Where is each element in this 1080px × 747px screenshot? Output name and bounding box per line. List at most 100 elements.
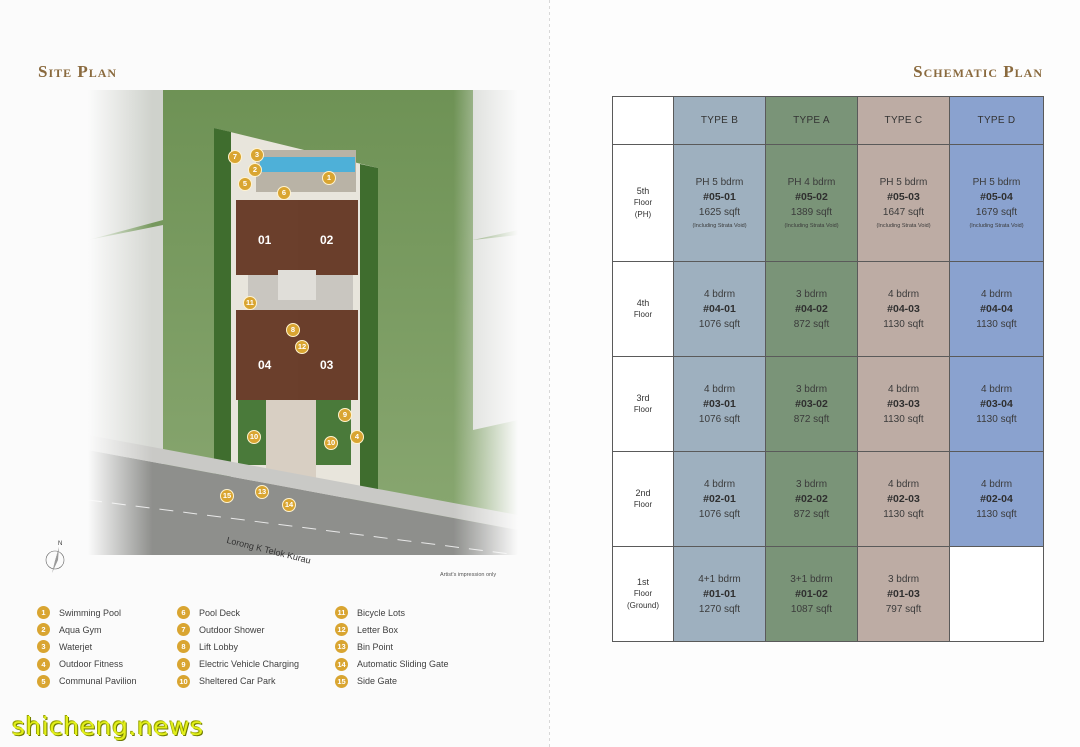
- legend-number: 1: [37, 606, 50, 620]
- compass-icon: N: [38, 541, 72, 582]
- unit-area: 1130 sqft: [883, 318, 924, 330]
- legend-number: 2: [37, 623, 50, 637]
- unit-number: #04-01: [703, 302, 736, 315]
- legend-label: Sheltered Car Park: [199, 676, 276, 687]
- legend-number: 9: [177, 657, 190, 671]
- floor-word: Floor: [633, 500, 653, 509]
- unit-number: #01-03: [887, 587, 920, 600]
- legend-marker: 14: [282, 498, 296, 512]
- unit-area: 797 sqft: [885, 603, 922, 615]
- unit-bedrooms: 4 bdrm: [980, 288, 1013, 300]
- legend-number: 15: [335, 674, 348, 688]
- unit-number: #04-04: [980, 302, 1013, 315]
- legend-label: Swimming Pool: [59, 607, 122, 618]
- unit-cell: 4 bdrm #02-04 1130 sqft: [949, 451, 1044, 547]
- column-header-type-c: TYPE C: [857, 96, 950, 145]
- floor-number: 4th: [636, 298, 650, 308]
- legend-label: Aqua Gym: [59, 624, 102, 635]
- legend-marker: 2: [248, 163, 262, 177]
- legend-number: 13: [335, 640, 348, 654]
- unit-number: #01-02: [795, 587, 828, 600]
- column-header-type-d: TYPE D: [949, 96, 1044, 145]
- legend-label: Side Gate: [357, 676, 398, 687]
- table-row: 3rd Floor 4 bdrm #03-01 1076 sqft 3 bdrm…: [612, 356, 1044, 452]
- legend-marker: 15: [220, 489, 234, 503]
- unit-note: (Including Strata Void): [876, 222, 931, 229]
- legend-label: Bicycle Lots: [357, 607, 406, 618]
- schematic-plan-table: TYPE B TYPE A TYPE C TYPE D 5th Floor (P…: [612, 96, 1044, 642]
- legend-item: 15 Side Gate: [335, 673, 475, 690]
- unit-area: 1389 sqft: [790, 206, 833, 218]
- floor-word: Floor: [633, 310, 653, 319]
- legend-marker: 10: [324, 436, 338, 450]
- unit-cell: 4 bdrm #03-04 1130 sqft: [949, 356, 1044, 452]
- site-plan-drawing: [88, 90, 518, 555]
- legend-marker: 10: [247, 430, 261, 444]
- unit-area: 1076 sqft: [698, 318, 741, 330]
- floor-word: Floor: [633, 405, 653, 414]
- unit-number: #05-04: [980, 190, 1013, 203]
- legend-number: 11: [335, 606, 348, 620]
- floor-qualifier: (Ground): [626, 601, 659, 610]
- legend-marker: 13: [255, 485, 269, 499]
- legend-marker: 12: [295, 340, 309, 354]
- unit-area: 1130 sqft: [976, 413, 1017, 425]
- unit-number: #03-04: [980, 397, 1013, 410]
- floor-label-cell: 4th Floor: [612, 261, 674, 357]
- unit-number: #02-02: [795, 492, 828, 505]
- floor-word: Floor: [633, 198, 653, 207]
- legend-item: 11 Bicycle Lots: [335, 604, 475, 621]
- site-plan-illustration: 01 02 04 03 7 3 2 5 1 6 11 8 12 9 4 10 1…: [88, 90, 518, 555]
- edge-fade: [88, 90, 518, 555]
- legend-label: Lift Lobby: [199, 641, 239, 652]
- floor-word: Floor: [633, 589, 653, 598]
- unit-bedrooms: 3 bdrm: [795, 478, 828, 490]
- legend-label: Pool Deck: [199, 607, 241, 618]
- unit-bedrooms: 4 bdrm: [887, 383, 920, 395]
- unit-cell: 4+1 bdrm #01-01 1270 sqft: [673, 546, 766, 642]
- unit-cell: 4 bdrm #02-03 1130 sqft: [857, 451, 950, 547]
- unit-area: 1647 sqft: [882, 206, 925, 218]
- legend-marker: 11: [243, 296, 257, 310]
- floor-number: 1st: [636, 577, 649, 587]
- unit-area: 1076 sqft: [698, 508, 741, 520]
- column-header-type-a: TYPE A: [765, 96, 858, 145]
- legend-number: 6: [177, 606, 190, 620]
- legend-number: 5: [37, 674, 50, 688]
- legend-item: 3 Waterjet: [37, 638, 177, 655]
- legend-number: 4: [37, 657, 50, 671]
- legend-label: Bin Point: [357, 641, 394, 652]
- legend-number: 3: [37, 640, 50, 654]
- table-row: 1st Floor (Ground) 4+1 bdrm #01-01 1270 …: [612, 546, 1044, 642]
- unit-bedrooms: 4 bdrm: [980, 383, 1013, 395]
- unit-area: 872 sqft: [793, 318, 830, 330]
- floor-number: 3rd: [636, 393, 650, 403]
- unit-label: 04: [258, 358, 272, 372]
- floor-label-cell: 2nd Floor: [612, 451, 674, 547]
- legend-item: 13 Bin Point: [335, 638, 475, 655]
- floor-qualifier: (PH): [634, 210, 652, 219]
- legend-label: Waterjet: [59, 641, 93, 652]
- table-header-row: TYPE B TYPE A TYPE C TYPE D: [612, 96, 1044, 145]
- unit-number: #05-01: [703, 190, 736, 203]
- unit-number: #04-03: [887, 302, 920, 315]
- unit-bedrooms: 4+1 bdrm: [698, 573, 741, 585]
- unit-bedrooms: 4 bdrm: [703, 288, 736, 300]
- empty-unit-cell: [949, 546, 1044, 642]
- unit-area: 1130 sqft: [976, 508, 1017, 520]
- unit-cell: PH 4 bdrm #05-02 1389 sqft (Including St…: [765, 144, 858, 262]
- header-corner-cell: [612, 96, 674, 145]
- unit-number: #05-02: [795, 190, 828, 203]
- legend-marker: 7: [228, 150, 242, 164]
- legend-number: 14: [335, 657, 348, 671]
- unit-bedrooms: 3+1 bdrm: [790, 573, 833, 585]
- table-row: 4th Floor 4 bdrm #04-01 1076 sqft 3 bdrm…: [612, 261, 1044, 357]
- site-plan-heading: Site Plan: [38, 62, 118, 81]
- unit-number: #05-03: [887, 190, 920, 203]
